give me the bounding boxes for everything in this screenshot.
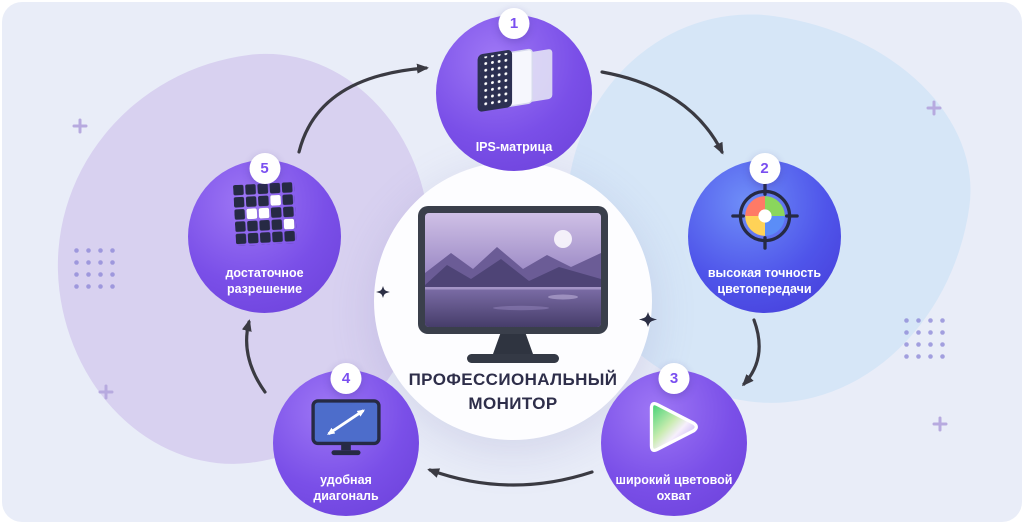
step-number: 5 <box>260 160 269 177</box>
step-number-badge: 3 <box>658 363 690 394</box>
mountain-wallpaper-art <box>425 213 601 327</box>
step-number-badge: 1 <box>498 8 530 39</box>
pixel-grid-icon <box>232 182 297 246</box>
step-number: 1 <box>509 15 519 32</box>
step-number-badge: 2 <box>749 153 780 184</box>
step-circle-diagonal: 4 удобная диагональ <box>273 363 419 516</box>
plus-icon <box>72 118 88 134</box>
monitor-illustration <box>418 206 608 363</box>
ips-panel-layers-icon <box>477 48 553 112</box>
monitor-stand-neck <box>493 334 533 354</box>
screen-diagonal-arrow-icon <box>311 399 381 456</box>
step-label: IPS-матрица <box>475 139 553 154</box>
step-number: 3 <box>669 370 679 387</box>
step-label: широкий цветовой охват <box>615 472 733 503</box>
color-calibration-target-icon <box>730 182 799 250</box>
monitor-stand-base <box>467 354 559 363</box>
step-circle-color-gamut: 3 широкий цветовой охват <box>601 363 747 516</box>
arrow-step3-to-step4 <box>427 468 594 487</box>
step-circle-resolution: 5 достаточное разрешение <box>188 153 341 313</box>
center-circle: ПРОФЕССИОНАЛЬНЫЙ МОНИТОР <box>374 162 652 440</box>
step-number: 2 <box>760 160 769 177</box>
step-label: высокая точность цветопередачи <box>707 265 822 296</box>
monitor-screen-wallpaper <box>425 213 601 327</box>
step-number: 4 <box>341 370 351 387</box>
step-label: удобная диагональ <box>313 472 379 503</box>
step-circle-ips-matrix: 1 IPS-матрица <box>436 8 592 171</box>
color-gamut-triangle-icon <box>649 401 698 453</box>
step-label: достаточное разрешение <box>225 265 304 296</box>
step-circle-color-accuracy: 2 высокая точность цветопередачи <box>688 153 841 313</box>
center-title: ПРОФЕССИОНАЛЬНЫЙ МОНИТОР <box>408 370 618 413</box>
step-number-badge: 4 <box>330 363 362 394</box>
plus-icon <box>932 416 948 432</box>
step-number-badge: 5 <box>249 153 280 184</box>
monitor-frame <box>418 206 608 334</box>
